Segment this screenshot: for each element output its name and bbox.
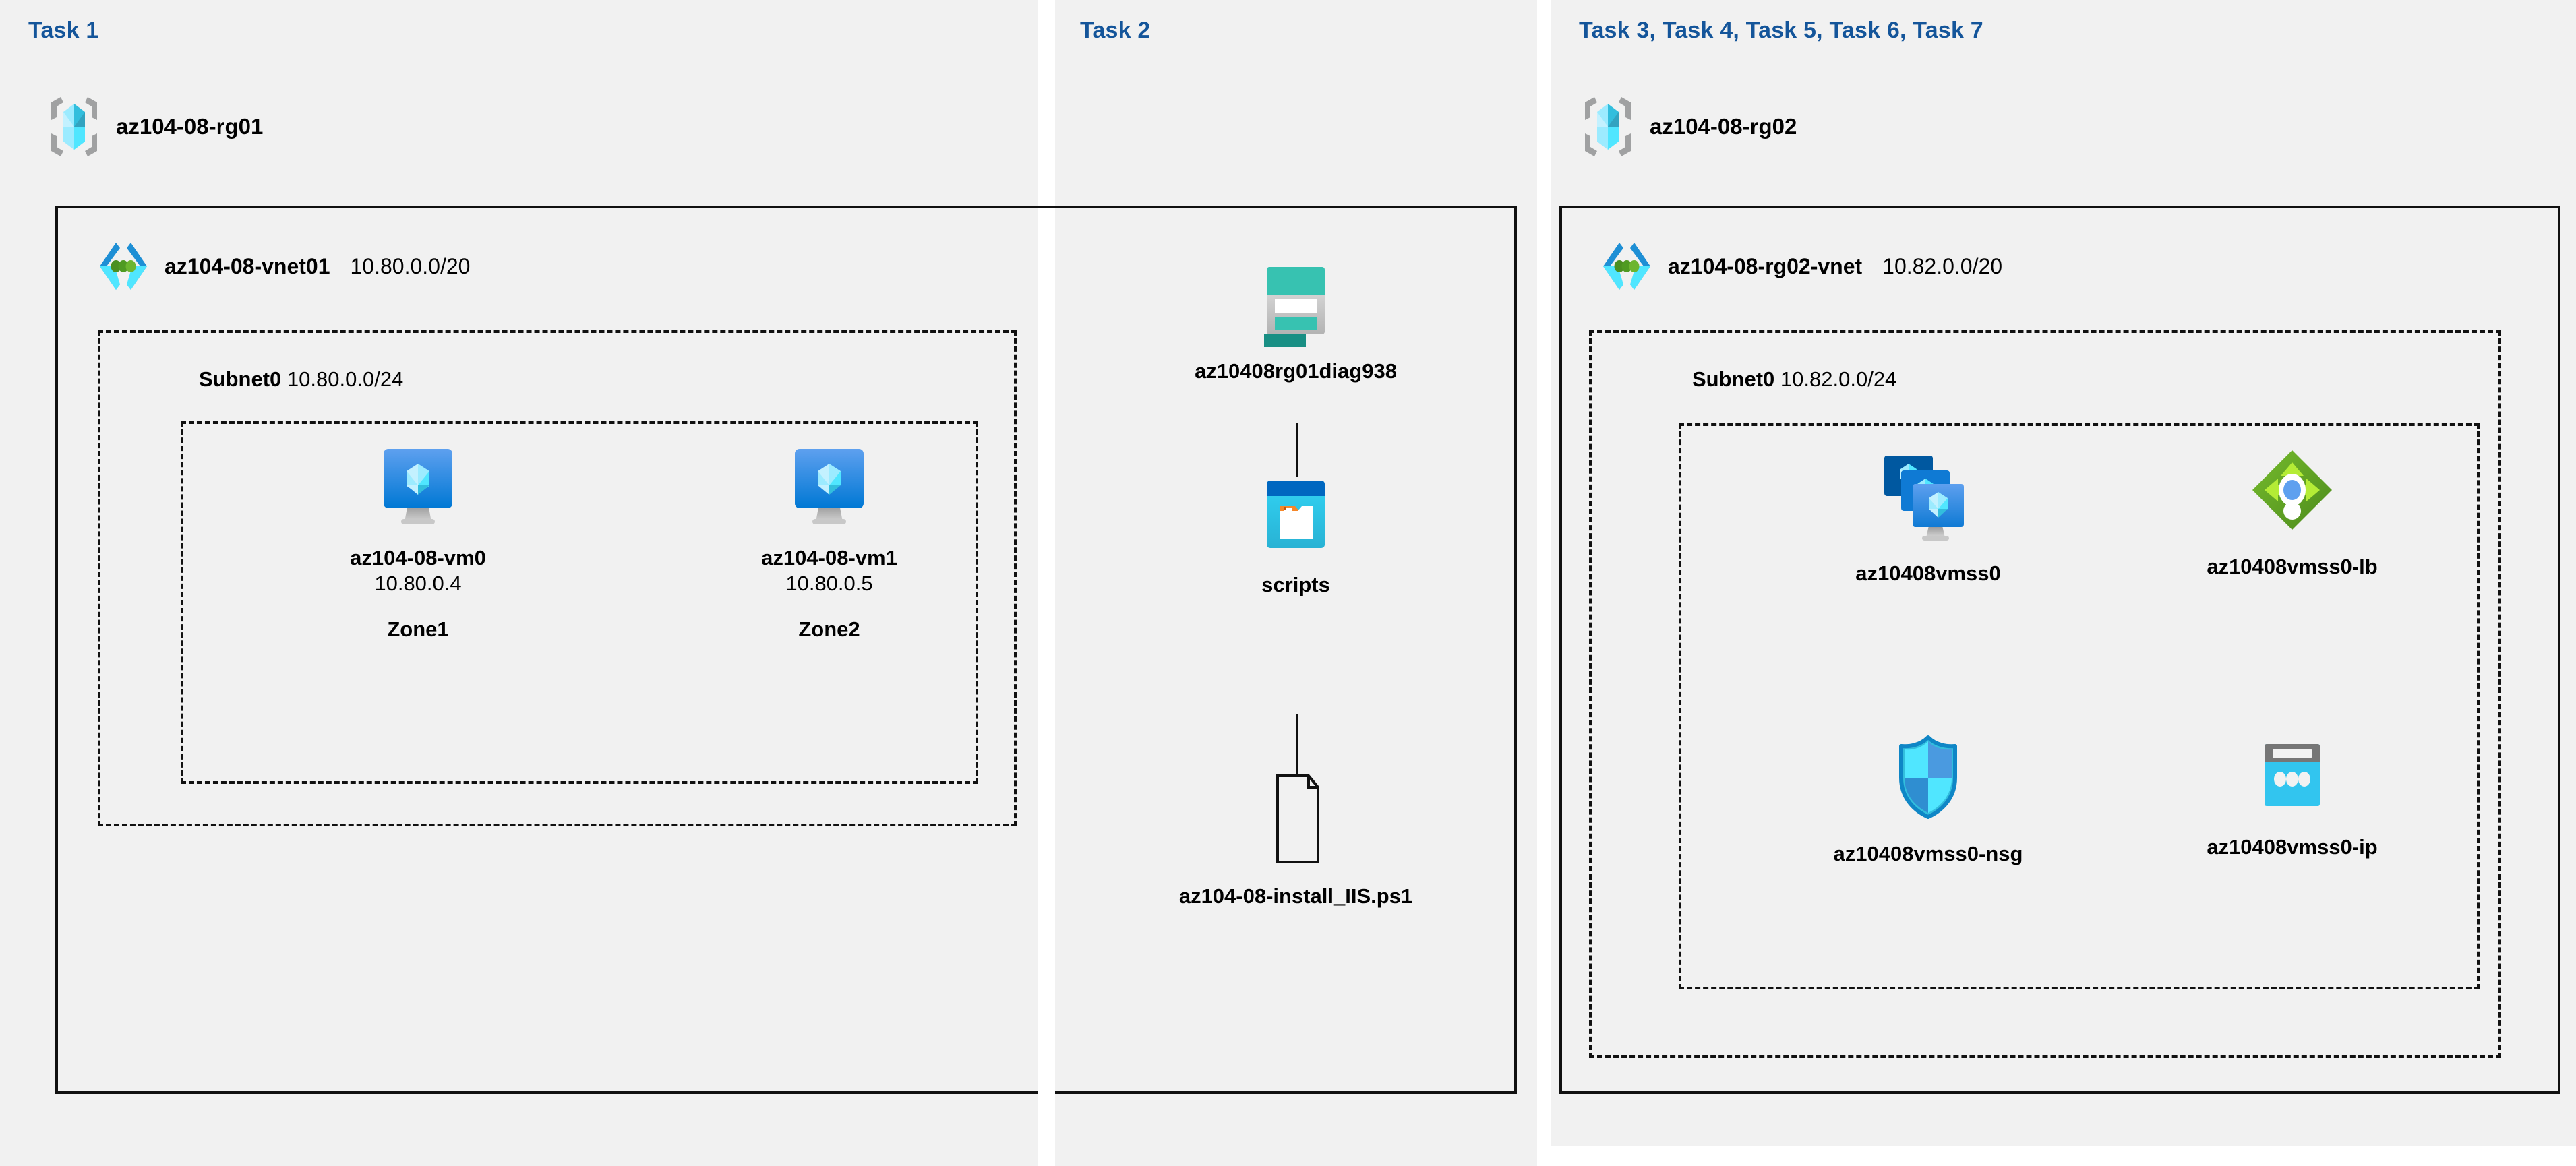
vnet-cidr-vnet02: 10.82.0.0/20 bbox=[1882, 253, 2003, 278]
subnet-cidr-vnet02: 10.82.0.0/24 bbox=[1780, 367, 1897, 391]
vm0-name: az104-08-vm0 bbox=[350, 546, 486, 570]
resource-group-label-rg01: az104-08-rg01 bbox=[116, 114, 264, 139]
resource-group-row-rg02: az104-08-rg02 bbox=[1581, 94, 1797, 159]
vnet-cidr-vnet01: 10.80.0.0/20 bbox=[350, 253, 471, 278]
storage-account-icon bbox=[1259, 262, 1333, 341]
node-storage-account[interactable]: az10408rg01diag938 bbox=[1181, 262, 1410, 384]
vm1-zone: Zone2 bbox=[798, 617, 860, 641]
node-blob-container[interactable]: scripts bbox=[1181, 475, 1410, 598]
public-ip-name: az10408vmss0-ip bbox=[2207, 835, 2378, 859]
panel-gutter-bottom bbox=[1038, 1091, 1055, 1166]
connector-container-to-file bbox=[1296, 714, 1298, 775]
node-load-balancer[interactable]: az10408vmss0-lb bbox=[2157, 446, 2427, 580]
vnet-boundary-az104-08-vnet01 bbox=[55, 206, 1517, 1094]
node-vm1[interactable]: az104-08-vm1 10.80.0.5 Zone2 bbox=[715, 446, 944, 642]
storage-account-icon-bar bbox=[1264, 334, 1306, 347]
virtual-machine-icon bbox=[789, 446, 869, 530]
resource-group-icon bbox=[47, 94, 101, 159]
panel-gutter-right bbox=[1537, 0, 1551, 1166]
node-script-file[interactable]: az104-08-install_IIS.ps1 bbox=[1178, 772, 1413, 909]
vm0-ip: 10.80.0.4 bbox=[374, 571, 462, 595]
public-ip-address-icon bbox=[2252, 740, 2332, 814]
panel-task3 bbox=[1551, 0, 2576, 1146]
blob-container-name: scripts bbox=[1261, 573, 1330, 596]
vm0-zone: Zone1 bbox=[387, 617, 449, 641]
vm-scale-set-icon bbox=[1878, 452, 1979, 546]
node-public-ip[interactable]: az10408vmss0-ip bbox=[2157, 740, 2427, 860]
nsg-name: az10408vmss0-nsg bbox=[1833, 842, 2023, 865]
subnet-cidr-vnet01: 10.80.0.0/24 bbox=[287, 367, 404, 391]
network-security-group-icon bbox=[1889, 733, 1967, 821]
panel-task1 bbox=[0, 0, 1038, 1166]
panel-gutter-top bbox=[1038, 0, 1055, 206]
storage-account-name: az10408rg01diag938 bbox=[1195, 359, 1397, 383]
panel-task2 bbox=[1055, 0, 1537, 1166]
blob-container-icon bbox=[1259, 475, 1333, 555]
task-title-3: Task 3, Task 4, Task 5, Task 6, Task 7 bbox=[1579, 18, 1983, 43]
virtual-machine-icon bbox=[378, 446, 458, 530]
resource-group-icon bbox=[1581, 94, 1635, 159]
vnet-boundary-az104-08-rg02-vnet bbox=[1559, 206, 2560, 1094]
subnet-boundary-subnet0-vnet01 bbox=[98, 330, 1017, 826]
node-nsg[interactable]: az10408vmss0-nsg bbox=[1793, 733, 2063, 867]
load-balancer-icon bbox=[2248, 446, 2336, 534]
task-title-2: Task 2 bbox=[1080, 18, 1151, 43]
resource-group-label-rg02: az104-08-rg02 bbox=[1650, 114, 1797, 139]
connector-storage-to-container bbox=[1296, 423, 1298, 477]
vmss-name: az10408vmss0 bbox=[1855, 561, 2001, 585]
vm1-name: az104-08-vm1 bbox=[761, 546, 897, 570]
node-vmss[interactable]: az10408vmss0 bbox=[1793, 452, 2063, 586]
node-vm0[interactable]: az104-08-vm0 10.80.0.4 Zone1 bbox=[303, 446, 533, 642]
subnet-name-vnet01: Subnet0 bbox=[199, 367, 282, 391]
vnet-row-vnet01: az104-08-vnet01 10.80.0.0/20 bbox=[94, 237, 470, 295]
virtual-network-icon bbox=[94, 237, 152, 295]
subnet-inner-boundary-vnet01 bbox=[181, 421, 978, 784]
vnet-row-vnet02: az104-08-rg02-vnet 10.82.0.0/20 bbox=[1598, 237, 2002, 295]
script-file-name: az104-08-install_IIS.ps1 bbox=[1178, 884, 1413, 908]
task-title-1: Task 1 bbox=[28, 18, 99, 43]
vnet-label-vnet01: az104-08-vnet01 bbox=[164, 253, 330, 278]
subnet-boundary-subnet0-vnet02 bbox=[1589, 330, 2501, 1058]
virtual-network-icon bbox=[1598, 237, 1656, 295]
subnet-label-vnet02: Subnet0 10.82.0.0/24 bbox=[1692, 367, 1896, 392]
subnet-name-vnet02: Subnet0 bbox=[1692, 367, 1775, 391]
subnet-label-vnet01: Subnet0 10.80.0.0/24 bbox=[199, 367, 403, 392]
file-icon bbox=[1259, 772, 1333, 866]
vm1-ip: 10.80.0.5 bbox=[785, 571, 873, 595]
vnet-label-vnet02: az104-08-rg02-vnet bbox=[1668, 253, 1863, 278]
resource-group-row-rg01: az104-08-rg01 bbox=[47, 94, 263, 159]
load-balancer-name: az10408vmss0-lb bbox=[2207, 555, 2378, 578]
subnet-inner-boundary-vnet02 bbox=[1679, 423, 2480, 989]
